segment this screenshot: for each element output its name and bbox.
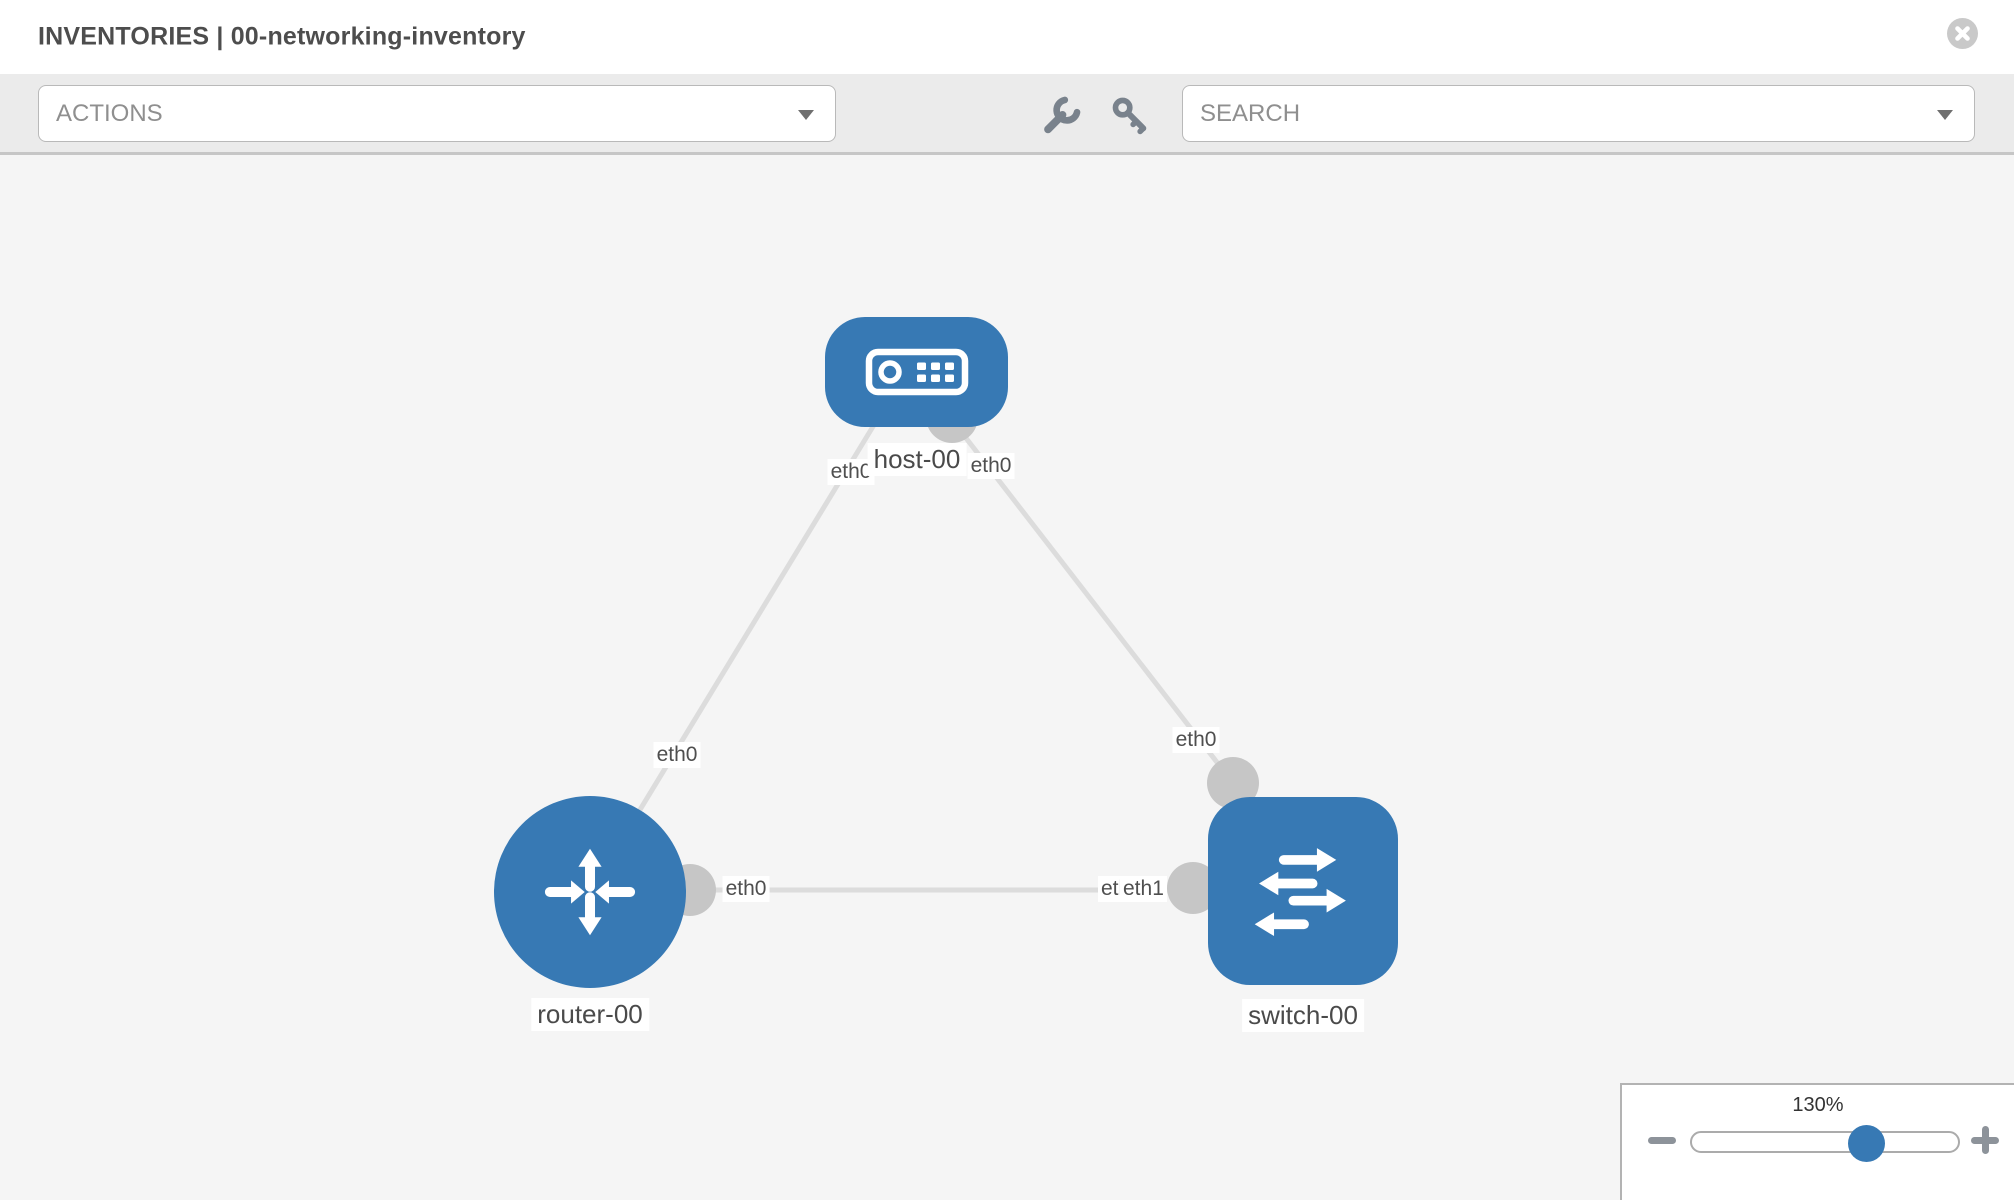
node-label-host: host-00	[867, 443, 967, 476]
zoom-slider-track[interactable]	[1690, 1131, 1960, 1153]
close-button[interactable]	[1947, 18, 1978, 49]
edges-layer	[587, 391, 1259, 916]
toolbar: ACTIONS SEARCH	[0, 74, 2014, 155]
iface-label-switch-eth1: eth1	[1120, 876, 1167, 902]
header-bar: INVENTORIES | 00-networking-inventory	[0, 0, 2014, 74]
router-icon	[544, 848, 636, 936]
port-switch-top[interactable]	[1207, 757, 1259, 809]
node-router[interactable]	[494, 796, 686, 988]
iface-label-router-host-src: eth0	[653, 742, 701, 768]
actions-dropdown-label: ACTIONS	[56, 99, 163, 127]
key-button[interactable]	[1108, 93, 1152, 137]
actions-dropdown[interactable]: ACTIONS	[38, 85, 836, 142]
caret-down-icon	[798, 109, 814, 120]
wrench-icon	[1044, 96, 1081, 134]
zoom-slider-thumb[interactable]	[1848, 1125, 1885, 1162]
caret-down-icon	[1937, 109, 1953, 120]
zoom-out-button[interactable]	[1648, 1137, 1676, 1144]
node-switch[interactable]	[1208, 797, 1398, 985]
tools-button[interactable]	[1040, 93, 1084, 137]
iface-label-host-switch-src: eth0	[967, 453, 1015, 479]
iface-label-router-host-dst: eth0	[827, 459, 875, 485]
node-label-router: router-00	[531, 998, 649, 1031]
zoom-level-label: 130%	[1792, 1094, 1844, 1116]
topology-canvas[interactable]: host-00 router-00 switch-00 eth0 eth0 et…	[0, 155, 2014, 1200]
iface-label-host-switch-dst: eth0	[1172, 727, 1220, 753]
node-host[interactable]	[825, 317, 1008, 427]
search-dropdown[interactable]: SEARCH	[1182, 85, 1975, 142]
search-input[interactable]: SEARCH	[1200, 99, 1301, 127]
node-label-switch: switch-00	[1242, 999, 1364, 1032]
host-icon	[865, 348, 968, 396]
zoom-panel: 130%	[1620, 1083, 2014, 1200]
switch-icon	[1254, 848, 1346, 937]
edge-host-switch[interactable]	[950, 418, 1235, 785]
key-icon	[1112, 97, 1147, 135]
iface-label-router-switch-dst-group: eth0 eth1	[1098, 876, 1188, 902]
page-title: INVENTORIES | 00-networking-inventory	[38, 22, 526, 51]
port-switch-left[interactable]	[1167, 862, 1219, 914]
iface-label-router-switch-src: eth0	[722, 876, 770, 902]
close-icon	[1955, 26, 1970, 41]
zoom-in-button[interactable]	[1971, 1126, 1999, 1154]
